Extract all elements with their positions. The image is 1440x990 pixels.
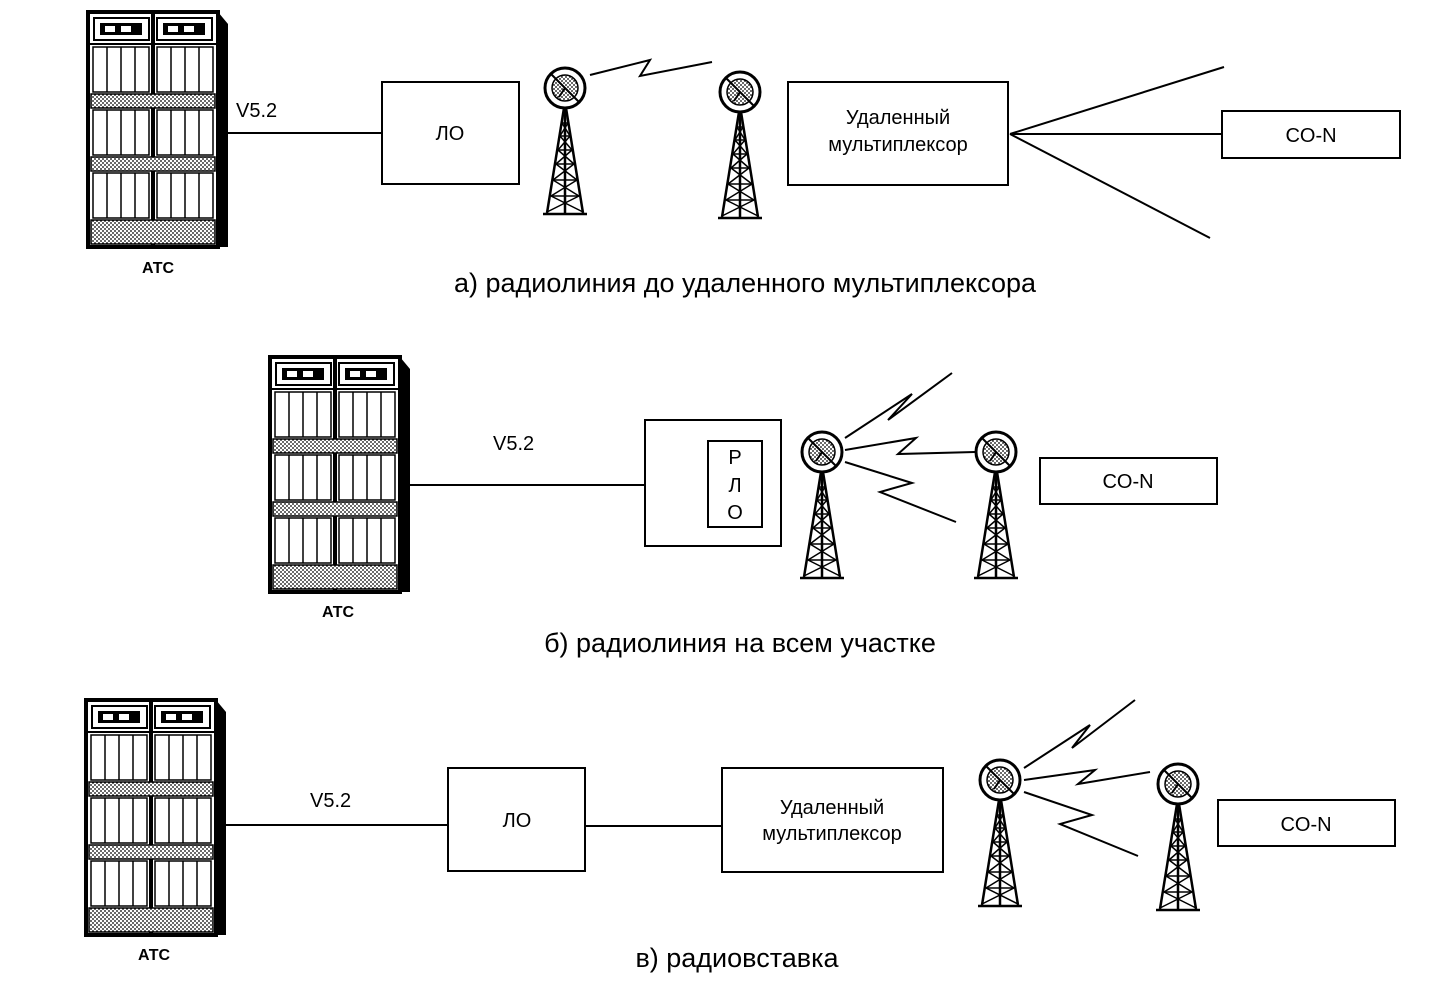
rlo-letter: Л [728, 475, 741, 497]
diagram-b: АТС V5.2 Р Л О CO-N б) радиолиния на все… [268, 355, 1218, 658]
con-label: CO-N [1280, 814, 1331, 836]
mux-label-line1: Удаленный [846, 107, 950, 129]
radio-tower [976, 758, 1024, 908]
mux-label-line1: Удаленный [780, 797, 884, 819]
interface-label: V5.2 [236, 100, 277, 122]
rlo-letter: О [727, 502, 743, 524]
remote-mux-box [787, 81, 1009, 186]
lo-box [447, 767, 586, 872]
atc-label: АТС [142, 260, 175, 277]
con-box [1039, 457, 1218, 505]
caption-a: а) радиолиния до удаленного мультиплексо… [454, 268, 1037, 298]
con-box [1217, 799, 1396, 847]
radio-tower [541, 66, 589, 216]
radio-tower [798, 430, 846, 580]
con-box [1221, 110, 1401, 159]
con-label: CO-N [1285, 125, 1336, 147]
remote-mux-box [721, 767, 944, 873]
radio-link-icon [1023, 699, 1151, 857]
rlo-letter: Р [728, 447, 741, 469]
atc-label: АТС [322, 604, 355, 621]
caption-c: в) радиовставка [635, 943, 839, 973]
radio-link-icon [589, 58, 713, 78]
radio-tower [972, 430, 1020, 580]
interface-label: V5.2 [493, 433, 534, 455]
radio-tower [1154, 762, 1202, 912]
mux-label-line2: мультиплексор [762, 823, 901, 845]
radio-link-icon [844, 372, 976, 523]
atc-rack [84, 698, 228, 937]
mux-label-line2: мультиплексор [828, 134, 967, 156]
caption-b: б) радиолиния на всем участке [544, 628, 936, 658]
lo-label: ЛО [436, 123, 465, 145]
interface-label: V5.2 [310, 790, 351, 812]
lo-label: ЛО [503, 810, 532, 832]
con-label: CO-N [1102, 471, 1153, 493]
rlo-inner-box [707, 440, 763, 528]
diagram-a: АТС V5.2 ЛО Удаленный мультиплексор CO-N… [86, 10, 1401, 298]
atc-label: АТС [138, 947, 171, 964]
atc-rack [268, 355, 412, 594]
radio-tower [716, 70, 764, 220]
diagram-c: АТС V5.2 ЛО Удаленный мультиплексор CO-N… [84, 698, 1396, 973]
fan-out-lines [1009, 66, 1225, 239]
atc-rack [86, 10, 230, 249]
lo-box [381, 81, 520, 185]
